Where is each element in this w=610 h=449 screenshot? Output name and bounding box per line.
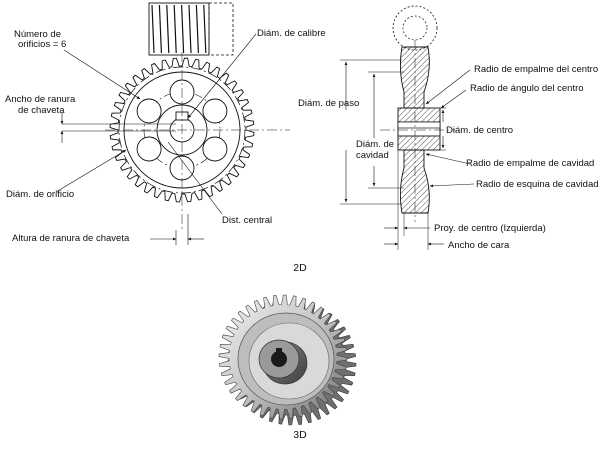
front-view: Número de orificios = 6 Diám. de calibre…: [5, 2, 326, 245]
caption-2d: 2D: [293, 262, 307, 274]
label-central-distance: Dist. central: [222, 215, 272, 226]
gear-3d-bore: [271, 351, 287, 367]
label-hub-angle-radius: Radio de ángulo del centro: [470, 83, 584, 94]
worm-thread: [166, 4, 170, 54]
hub-fillet-leader: [425, 69, 471, 105]
worm-thread: [203, 4, 207, 54]
lightening-holes: [136, 79, 228, 181]
lightening-hole: [136, 98, 162, 124]
label-keyway-height: Altura de ranura de chaveta: [12, 233, 130, 244]
gear-3d-view: [218, 294, 357, 426]
gear-3d-keyway: [276, 348, 282, 353]
lightening-hole: [136, 136, 162, 162]
cavity-corner-leader: [429, 183, 475, 188]
worm-thread: [188, 4, 192, 54]
lightening-hole: [202, 98, 228, 124]
label-pitch-diameter: Diám. de paso: [298, 98, 359, 109]
label-hub-diameter: Diám. de centro: [446, 125, 513, 136]
central-distance-leader: [167, 141, 223, 215]
label-cavity-corner-radius: Radio de esquina de cavidad: [476, 179, 599, 190]
worm-end-inner-circle: [402, 15, 428, 41]
label-cavity-diameter-2: cavidad: [356, 150, 389, 161]
worm-thread: [151, 4, 155, 54]
worm-thread: [195, 4, 199, 54]
worm-thread: [158, 4, 162, 54]
worm-thread: [173, 4, 177, 54]
label-num-holes-2: orificios = 6: [18, 39, 66, 50]
label-keyway-width-2: de chaveta: [18, 105, 65, 116]
side-view: Diám. de paso Diám. de cavidad Diám. de …: [298, 5, 599, 251]
label-hub-projection: Proy. de centro (Izquierda): [434, 223, 546, 234]
worm-thread: [181, 4, 185, 54]
label-keyway-width-1: Ancho de ranura: [5, 94, 76, 105]
label-num-holes-1: Número de: [14, 29, 61, 40]
worm-end-circle: [392, 5, 438, 51]
bore-diameter-leader: [187, 33, 257, 119]
label-hub-fillet-radius: Radio de empalme del centro: [474, 64, 598, 75]
label-bore-diameter: Diám. de calibre: [257, 28, 326, 39]
worm-shaft: [148, 2, 234, 56]
label-face-width: Ancho de cara: [448, 240, 510, 251]
cavity-fillet-leader: [425, 153, 471, 165]
label-cavity-diameter-1: Diám. de: [356, 139, 394, 150]
keyway-section: [397, 121, 441, 129]
hub-angle-leader: [440, 89, 467, 109]
lightening-hole: [202, 136, 228, 162]
label-cavity-fillet-radius: Radio de empalme de cavidad: [466, 158, 594, 169]
num-holes-leader: [63, 49, 141, 100]
hole-diameter-leader: [55, 149, 127, 193]
label-hole-diameter: Diám. de orificio: [6, 189, 74, 200]
caption-3d: 3D: [293, 429, 307, 441]
